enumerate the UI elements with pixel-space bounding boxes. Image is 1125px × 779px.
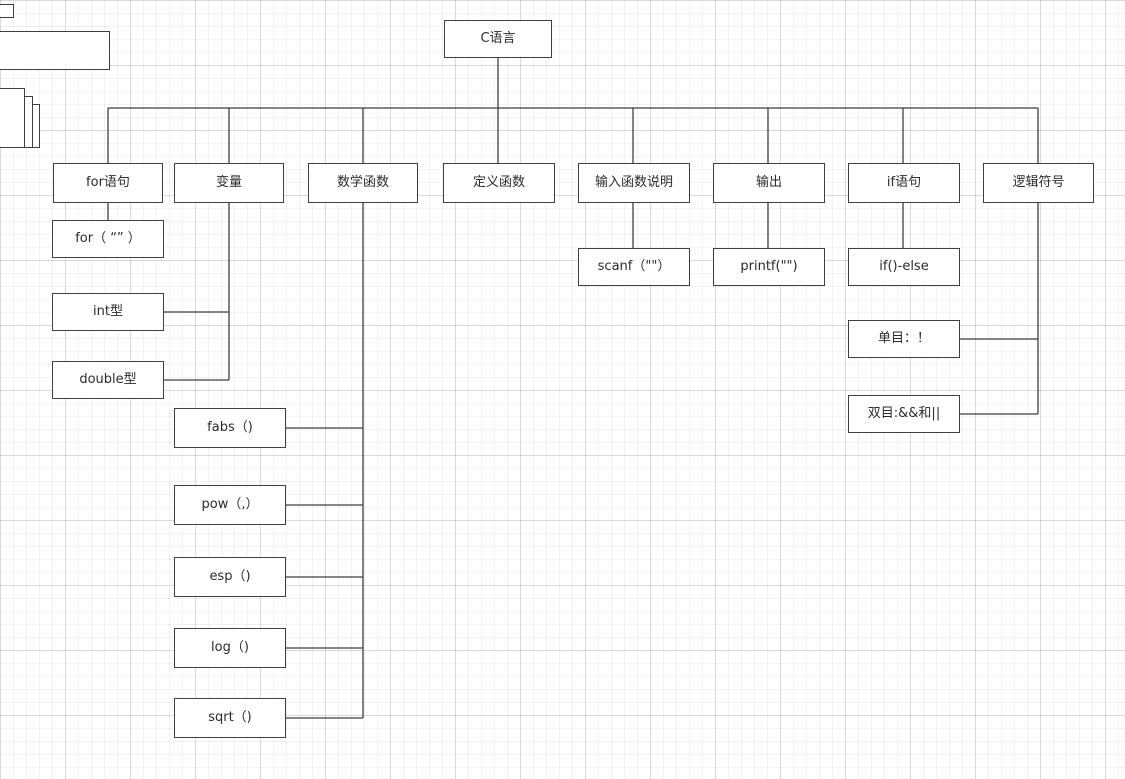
node-c-language[interactable]: C语言 [444, 20, 552, 58]
partial-shape-wide[interactable] [0, 31, 110, 70]
node-output[interactable]: 输出 [713, 163, 825, 203]
node-unary-operator[interactable]: 单目：！ [848, 320, 960, 358]
node-for-statement[interactable]: for语句 [53, 163, 163, 203]
node-input-function[interactable]: 输入函数说明 [578, 163, 690, 203]
node-pow[interactable]: pow（,） [174, 485, 286, 525]
node-define-function[interactable]: 定义函数 [443, 163, 555, 203]
node-int-type[interactable]: int型 [52, 293, 164, 331]
node-sqrt[interactable]: sqrt（) [174, 698, 286, 738]
node-if-else[interactable]: if()-else [848, 248, 960, 286]
node-math-functions[interactable]: 数学函数 [308, 163, 418, 203]
node-binary-operator[interactable]: 双目:&&和|| [848, 395, 960, 433]
node-for-syntax[interactable]: for（ “” ） [52, 220, 164, 258]
node-scanf[interactable]: scanf（""） [578, 248, 690, 286]
node-variable[interactable]: 变量 [174, 163, 284, 203]
node-esp[interactable]: esp（) [174, 557, 286, 597]
partial-shape-small-tab[interactable] [0, 4, 14, 18]
node-printf[interactable]: printf("") [713, 248, 825, 286]
node-if-statement[interactable]: if语句 [848, 163, 960, 203]
node-log[interactable]: log（) [174, 628, 286, 668]
node-fabs[interactable]: fabs（) [174, 408, 286, 448]
node-logic-symbols[interactable]: 逻辑符号 [983, 163, 1094, 203]
partial-shape-stack-front[interactable] [0, 88, 25, 148]
node-double-type[interactable]: double型 [52, 361, 164, 399]
